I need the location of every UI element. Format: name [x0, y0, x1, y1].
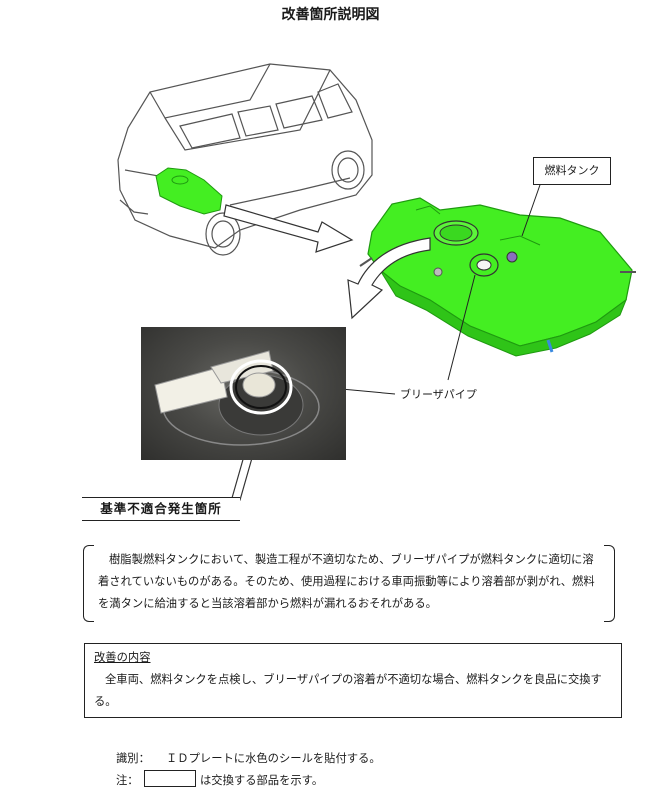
curved-arrow-icon	[347, 237, 431, 320]
defect-location-label: 基準不適合発生箇所	[82, 497, 240, 521]
breather-pipe-label: ブリーザパイプ	[400, 388, 477, 401]
identification-text: ＩＤプレートに水色のシールを貼付する。	[166, 752, 381, 765]
leader-line	[521, 181, 542, 237]
pointer-arrow-icon	[223, 204, 354, 253]
right-bracket	[604, 545, 615, 622]
improvement-text: 全車両、燃料タンクを点検し、ブリーザパイプの溶着が不適切な場合、燃料タンクを良品…	[94, 673, 602, 708]
car-outline	[117, 63, 373, 256]
description-text: 樹脂製燃料タンクにおいて、製造工程が不適切なため、ブリーザパイプが燃料タンクに適…	[98, 553, 595, 610]
improvement-heading: 改善の内容	[94, 651, 151, 664]
fuel-tank-label: 燃料タンク	[533, 157, 611, 185]
replacement-part-box-icon	[144, 770, 196, 787]
breather-pipe-photo	[141, 327, 346, 460]
note-label: 注：	[116, 774, 139, 787]
identification-label: 識別：	[116, 752, 150, 765]
page-title: 改善箇所説明図	[281, 7, 380, 23]
improvement-diagram	[117, 63, 636, 501]
description-box: 樹脂製燃料タンクにおいて、製造工程が不適切なため、ブリーザパイプが燃料タンクに適…	[83, 545, 615, 622]
fuel-tank-icon	[359, 197, 636, 357]
fuel-tank-small-icon	[155, 167, 223, 215]
improvement-box: 改善の内容 全車両、燃料タンクを点検し、ブリーザパイプの溶着が不適切な場合、燃料…	[84, 643, 622, 718]
leader-line-breather-2	[447, 274, 476, 381]
note-text: は交換する部品を示す。	[200, 774, 324, 787]
left-bracket	[83, 545, 94, 622]
